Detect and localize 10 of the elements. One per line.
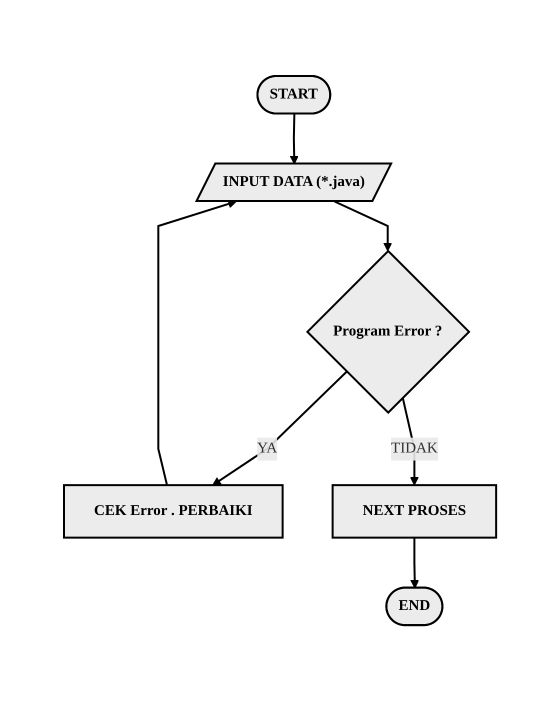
arrow <box>410 538 420 589</box>
arrow <box>290 114 298 165</box>
node-box: NEXT PROSES <box>332 484 498 540</box>
edge-label: YA <box>257 441 278 458</box>
arrow <box>334 201 392 252</box>
arrow <box>157 200 237 486</box>
arrow <box>212 371 348 486</box>
node-box: CEK Error . PERBAIKI <box>62 484 284 540</box>
node-diamond: Program Error ? <box>306 250 470 414</box>
edge-label: TIDAK <box>390 441 438 458</box>
